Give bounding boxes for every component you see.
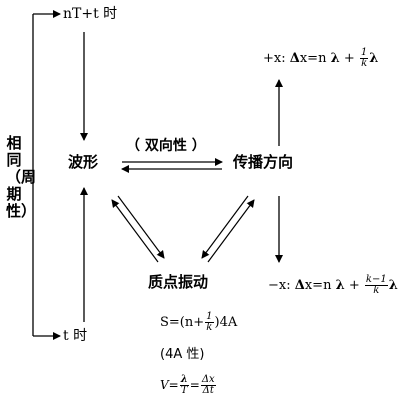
formula-minus-x-prefix: −x: [268, 278, 291, 293]
formula-plus-x-body: x=n [299, 51, 327, 66]
formula-distance-suffix: )4A [214, 315, 238, 330]
formula-velocity-num-2: Δx [200, 374, 216, 386]
arrow-waveform-to-particle [117, 195, 165, 259]
formula-minus-x-delta: Δ [294, 278, 305, 293]
formula-minus-x-body: x=n [304, 278, 332, 293]
label-bidirectional: （ 双向性 ） [126, 138, 206, 154]
formula-distance-prefix: S=(n+ [160, 315, 205, 330]
formula-plus-x-plus: + [343, 51, 355, 66]
formula-plus-x-frac-num: 1 [359, 47, 369, 59]
node-particle-vibration: 质点振动 [148, 273, 209, 291]
formula-plus-x-lambda-2: λ [369, 51, 379, 66]
formula-plus-x-prefix: +x: [263, 51, 286, 66]
formula-plus-x-lambda: λ [330, 51, 340, 66]
time-label-bottom: t 时 [63, 328, 88, 344]
formula-plus-x-frac-den: k [361, 58, 368, 69]
formula-distance-frac-den: k [206, 322, 213, 333]
formula-minus-x-lambda-2: λ [388, 278, 398, 293]
formula-velocity-den-2: Δt [202, 385, 214, 396]
time-label-top: nT+t 时 [63, 6, 118, 22]
formula-minus-x-frac-den: k [373, 285, 380, 296]
formula-minus-x-lambda: λ [335, 278, 345, 293]
formula-distance-frac-num: 1 [205, 311, 214, 323]
formula-plus-x-delta: Δ [289, 51, 300, 66]
formula-velocity-num-1: λ [179, 374, 189, 386]
formula-velocity-eq: = [189, 378, 200, 392]
arrow-particle-to-propagation [207, 199, 255, 263]
arrow-particle-to-waveform [111, 199, 159, 263]
label-4a-property: (4A 性) [160, 347, 205, 362]
side-label-same-periodicity: 相同（周期性） [6, 134, 37, 220]
formula-velocity-lhs: V= [160, 378, 179, 392]
node-waveform: 波形 [68, 153, 99, 171]
node-propagation-direction: 传播方向 [233, 153, 294, 171]
formula-minus-x-frac-num: k−1 [364, 274, 388, 286]
formula-velocity-den-1: T [180, 385, 188, 396]
arrow-propagation-to-particle [201, 195, 249, 259]
formula-minus-x-plus: + [348, 278, 360, 293]
